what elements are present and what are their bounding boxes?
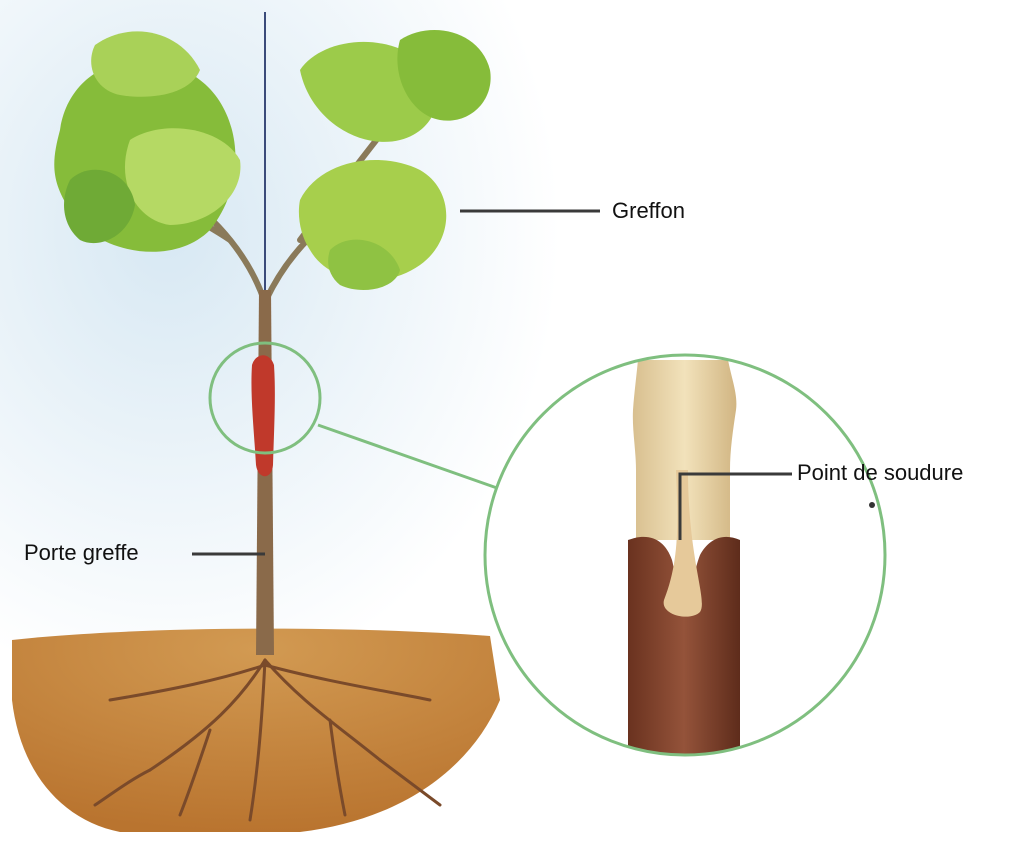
marker-dot xyxy=(869,502,875,508)
label-porte-greffe: Porte greffe xyxy=(24,542,139,564)
label-point-de-soudure: Point de soudure xyxy=(797,462,963,484)
soil-mound xyxy=(12,629,500,832)
label-greffon: Greffon xyxy=(612,200,685,222)
